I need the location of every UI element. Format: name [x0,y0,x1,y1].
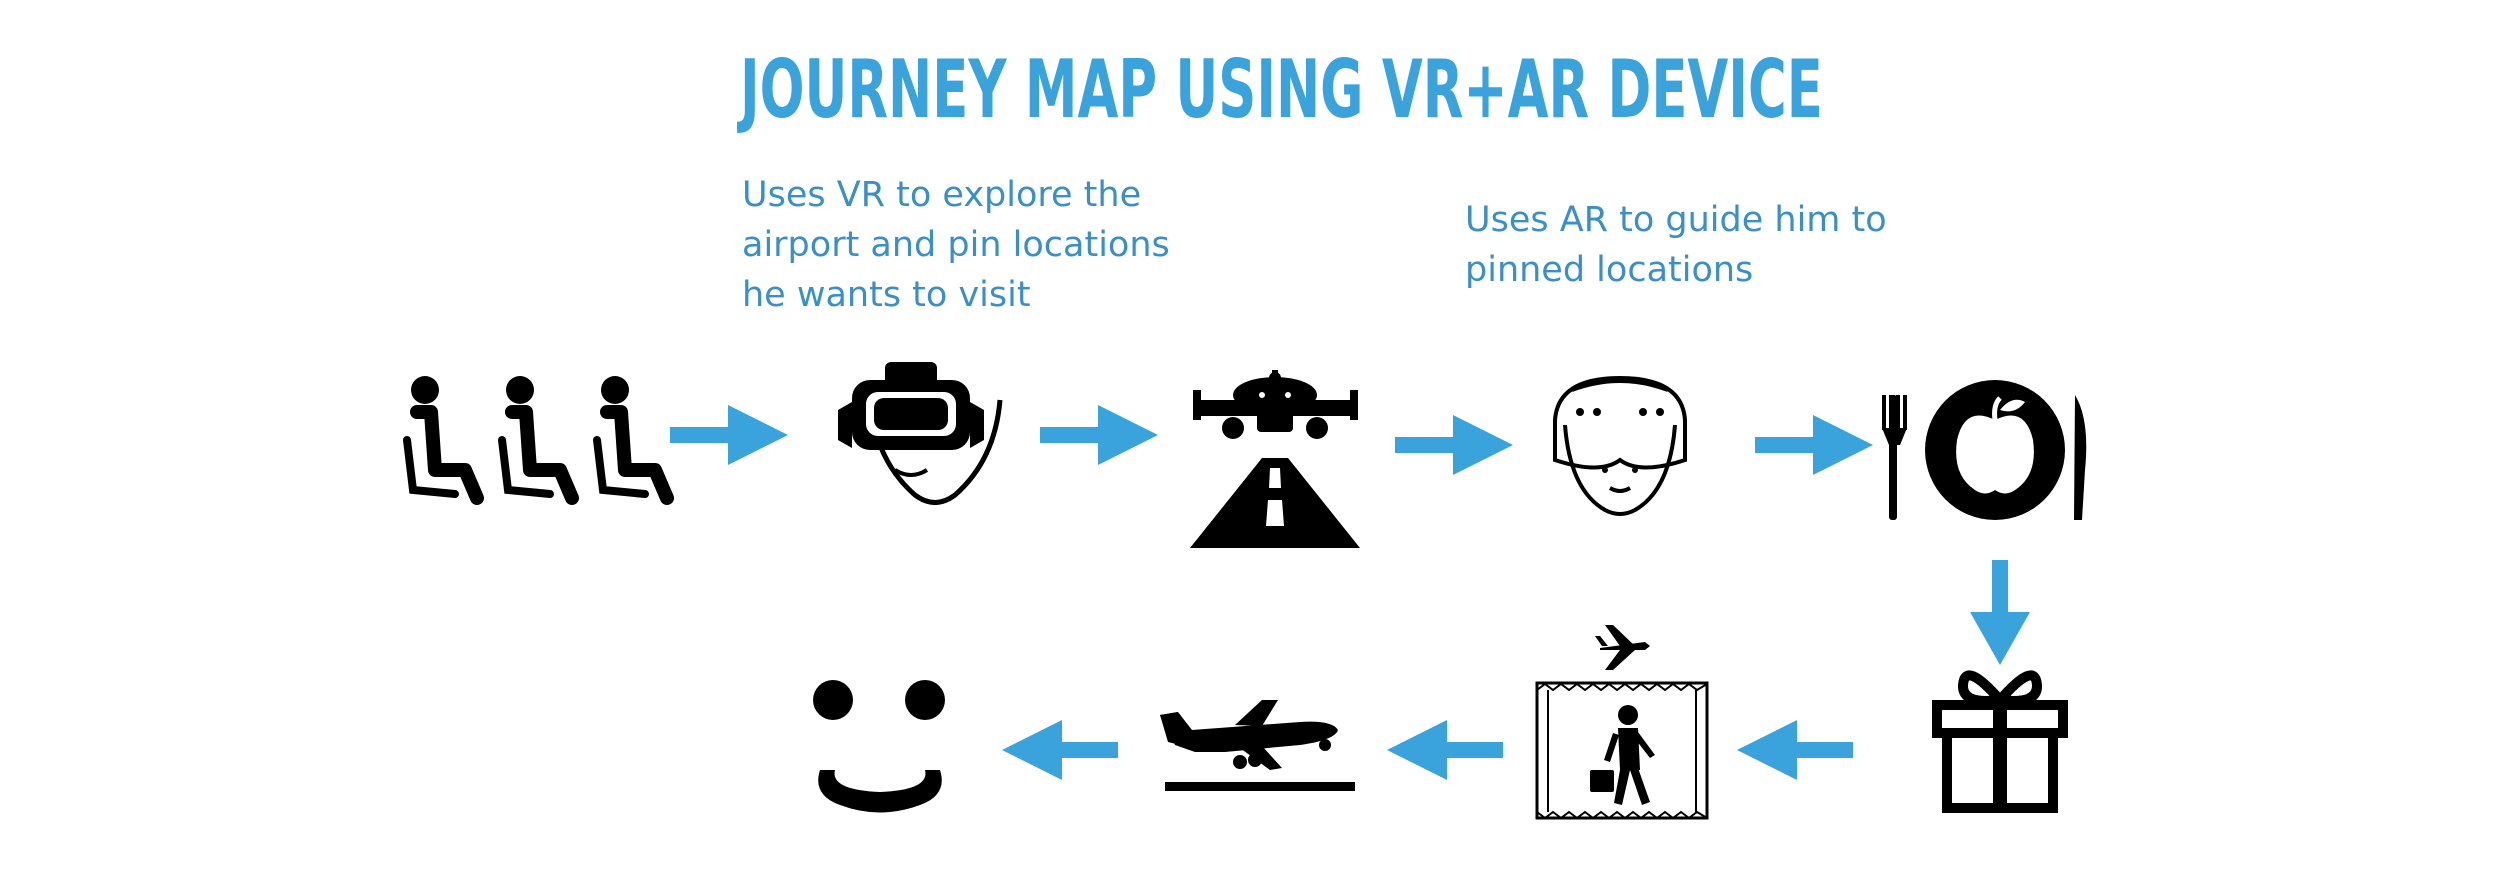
airplane-landing-icon [1190,370,1360,548]
arrow-down-icon [1970,560,2030,665]
smiley-icon [813,680,945,813]
arrow-right-icon [1040,405,1158,465]
vr-note: Uses VR to explore the airport and pin l… [742,175,1170,315]
arrow-right-icon [1755,415,1873,475]
arrow-left-icon [1387,720,1503,780]
airplane-takeoff-icon [1160,700,1355,791]
gift-icon [1932,670,2068,813]
waiting-seats-icon [403,376,674,505]
jet-bridge-icon [1535,625,1709,820]
ar-note: Uses AR to guide him to pinned locations [1465,200,1887,290]
dining-icon [1882,380,2087,520]
arrow-right-icon [1395,415,1513,475]
arrow-left-icon [1002,720,1118,780]
arrow-right-icon [670,405,788,465]
ar-headset-icon [1553,375,1687,516]
page-title: JOURNEY MAP USING VR+AR DEVICE [740,43,1823,136]
arrow-left-icon [1737,720,1853,780]
vr-headset-icon [838,362,1003,505]
